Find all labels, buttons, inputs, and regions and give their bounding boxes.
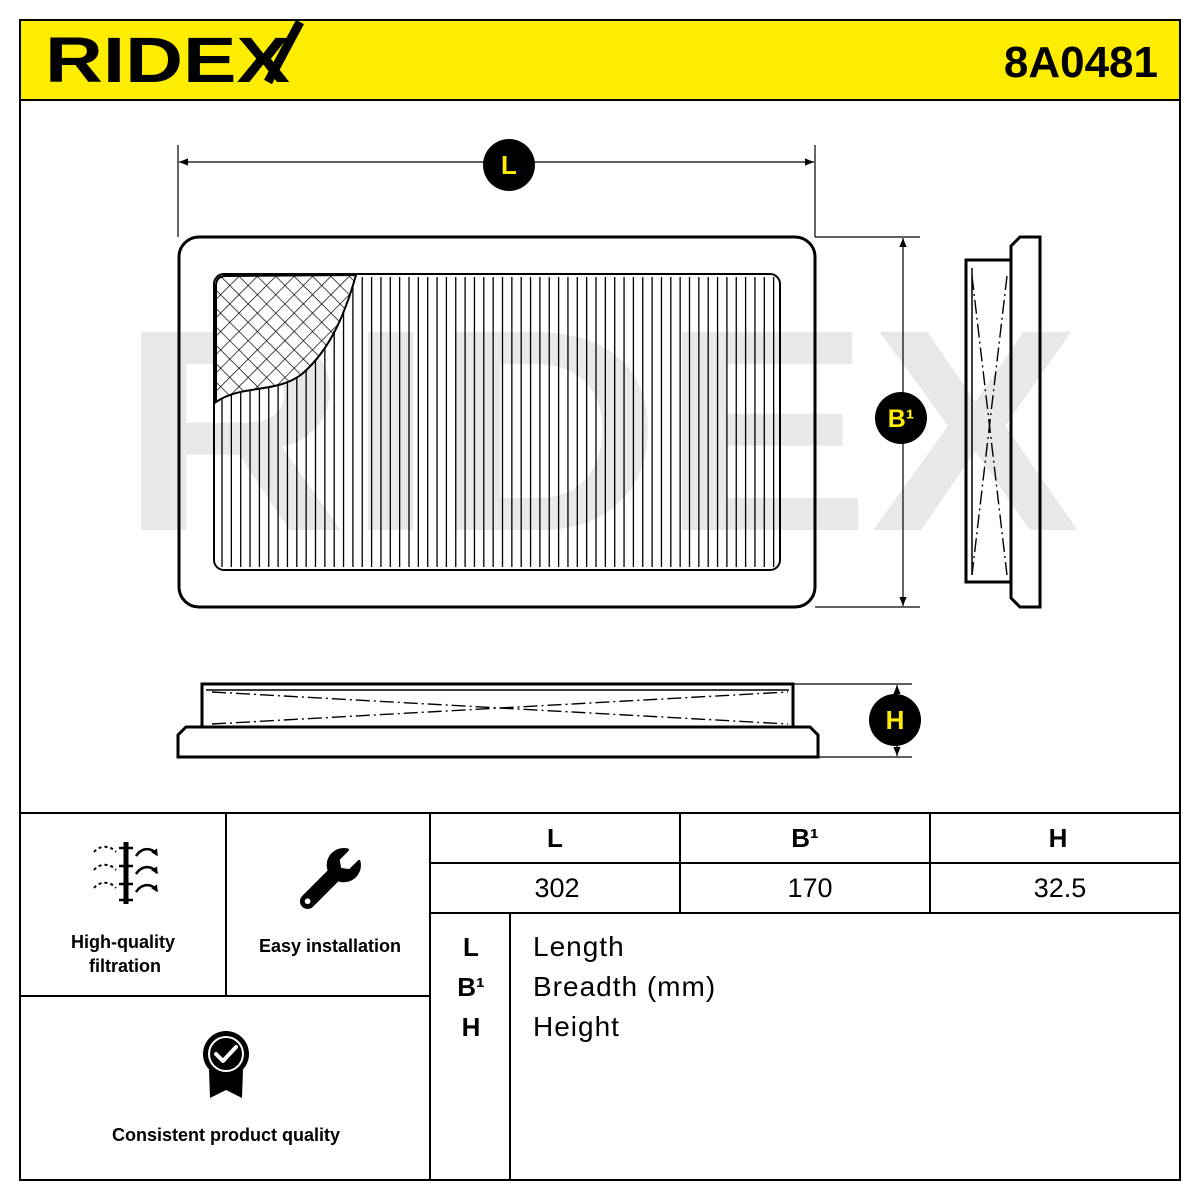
table-value-breadth: 170 <box>787 873 832 903</box>
filter-side-view <box>964 235 1042 609</box>
info-grid <box>20 812 1180 1180</box>
length-label-badge <box>483 139 535 191</box>
side-view-body <box>964 258 1013 584</box>
legend-text: Breadth (mm) <box>533 971 716 1002</box>
filter-bottom-view <box>176 682 820 759</box>
dimension-length: L <box>177 139 816 237</box>
filtration-icon <box>93 842 159 904</box>
quality-badge-icon <box>203 1031 249 1098</box>
part-number: 8A0481 <box>1004 38 1158 87</box>
mesh-detail <box>215 273 358 404</box>
feature-installation: Easy installation <box>259 848 401 956</box>
filter-outer-frame <box>177 235 817 609</box>
dimension-breadth: B¹ <box>815 236 927 608</box>
length-label: L <box>501 150 517 180</box>
table-header-breadth: B¹ <box>791 823 818 853</box>
filter-media-area <box>213 273 781 571</box>
dimensions-table: L B¹ H 302 170 32.5 <box>534 823 1086 903</box>
feature-filtration-label-line1: High-quality <box>71 932 175 952</box>
legend-symbol: L <box>463 932 479 962</box>
feature-quality: Consistent product quality <box>112 1031 340 1145</box>
breadth-label-badge <box>875 392 927 444</box>
table-value-height: 32.5 <box>1034 873 1087 903</box>
dimension-legend: L Length B¹ Breadth (mm) H Height <box>457 931 716 1042</box>
legend-text: Height <box>533 1011 620 1042</box>
feature-installation-label: Easy installation <box>259 936 401 956</box>
brand-logo-slash <box>264 19 304 85</box>
header-band <box>19 19 1181 101</box>
table-value-length: 302 <box>534 873 579 903</box>
feature-quality-label: Consistent product quality <box>112 1125 340 1145</box>
legend-text: Length <box>533 931 625 962</box>
feature-filtration-label-line2: filtration <box>89 956 161 976</box>
feature-filtration: High-quality filtration <box>71 842 175 976</box>
side-view-rim <box>1009 235 1042 609</box>
brand-logo: RIDEX <box>45 24 290 96</box>
table-header-length: L <box>547 823 563 853</box>
filter-front-view <box>177 235 817 609</box>
table-header-height: H <box>1049 823 1068 853</box>
height-label-badge <box>869 694 921 746</box>
breadth-label: B¹ <box>888 405 914 433</box>
legend-symbol: H <box>462 1012 481 1042</box>
height-label: H <box>886 705 905 735</box>
sheet-border <box>19 19 1181 1181</box>
dimension-height: H <box>793 683 921 758</box>
legend-symbol: B¹ <box>457 972 484 1002</box>
side-view-centerline <box>971 275 1008 576</box>
wrench-icon <box>299 848 361 909</box>
bottom-view-centerline <box>211 691 789 725</box>
